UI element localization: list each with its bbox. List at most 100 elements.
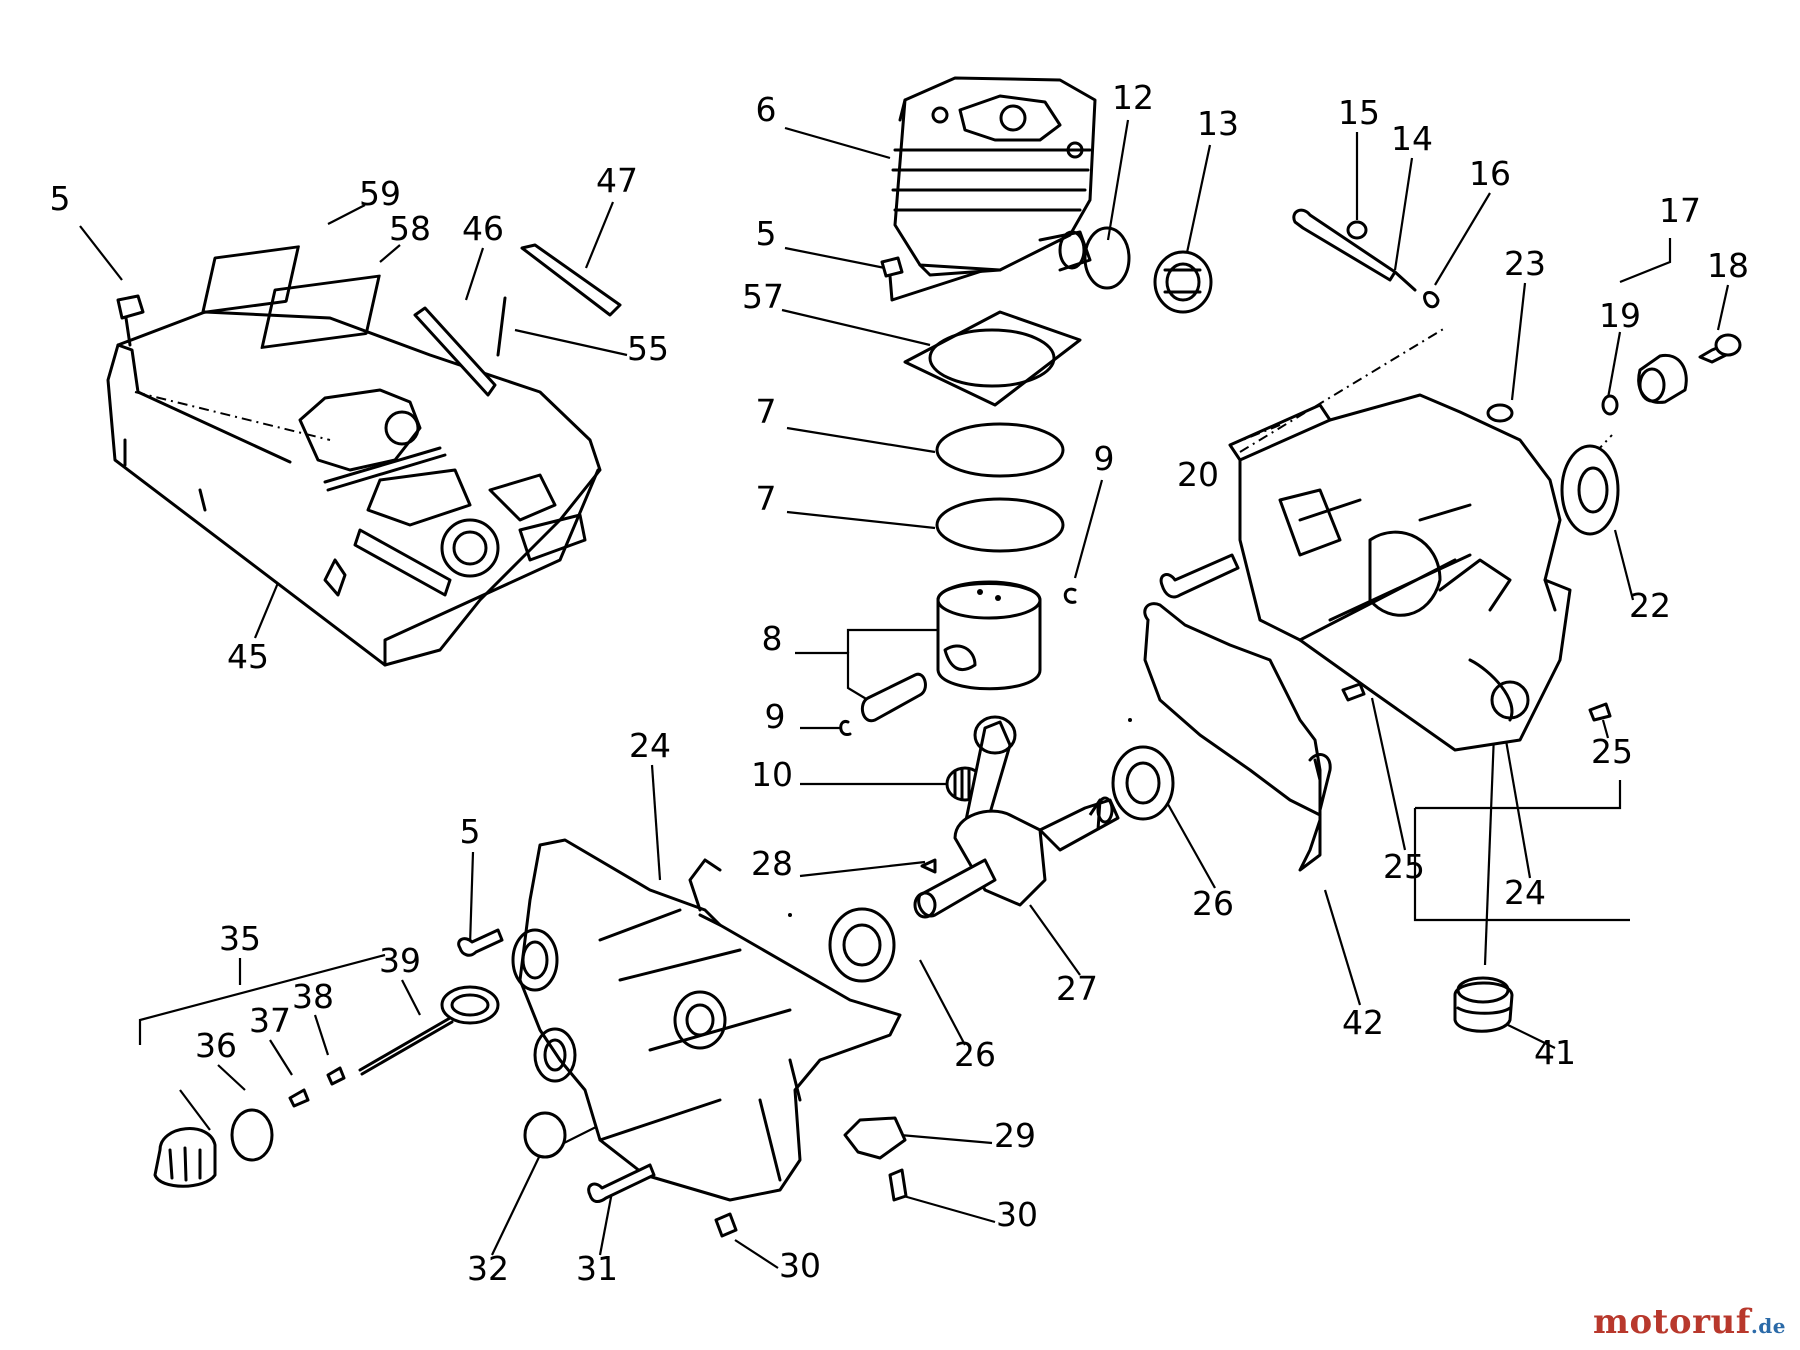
part-23	[1486, 403, 1514, 423]
piston-ring-7-lower	[935, 497, 1065, 553]
callout-c5a: 5	[50, 179, 71, 218]
speck	[1128, 718, 1132, 722]
gasket-57	[903, 310, 1082, 407]
dowel-25-right	[1588, 702, 1612, 722]
callout-c9a: 9	[1094, 439, 1115, 478]
callout-c46: 46	[462, 209, 504, 248]
circlip-9-upper	[1063, 587, 1077, 604]
callout-c42: 42	[1342, 1003, 1384, 1042]
part-13	[1153, 250, 1213, 314]
callout-c32: 32	[467, 1249, 509, 1288]
cap-35	[153, 1127, 217, 1188]
callout-c27: 27	[1056, 969, 1098, 1008]
callout-c36: 36	[195, 1026, 237, 1065]
parts-14-15-16	[1239, 208, 1446, 453]
callout-c14: 14	[1391, 119, 1433, 158]
callout-c37: 37	[249, 1001, 291, 1040]
crankcase-right-24	[1228, 393, 1572, 752]
callout-c26b: 26	[954, 1035, 996, 1074]
piston-pin	[860, 672, 927, 723]
callout-c9b: 9	[765, 697, 786, 736]
strip-47	[520, 243, 622, 317]
callout-c45: 45	[227, 637, 269, 676]
callout-c58: 58	[389, 209, 431, 248]
callout-c29: 29	[994, 1116, 1036, 1155]
callout-c23: 23	[1504, 244, 1546, 283]
callout-c57: 57	[742, 277, 784, 316]
pin-55	[496, 296, 507, 357]
dowel-25-left	[1341, 682, 1366, 702]
callout-c26a: 26	[1192, 884, 1234, 923]
callout-c15: 15	[1338, 93, 1380, 132]
callout-c12: 12	[1112, 78, 1154, 117]
callout-c5c: 5	[460, 812, 481, 851]
callout-c17: 17	[1659, 191, 1701, 230]
callout-c18: 18	[1707, 246, 1749, 285]
part-37	[288, 1088, 310, 1108]
watermark-logo: motoruf.de	[1593, 1302, 1786, 1342]
part-38	[326, 1066, 346, 1086]
callout-c59: 59	[359, 174, 401, 213]
callout-c5b: 5	[756, 214, 777, 253]
callout-c35: 35	[219, 919, 261, 958]
callout-c22: 22	[1629, 586, 1671, 625]
circlip-9-lower	[839, 720, 852, 736]
screw-30-left	[714, 1212, 738, 1238]
speck	[788, 913, 792, 917]
callout-c20: 20	[1177, 455, 1219, 494]
callout-c25a: 25	[1591, 732, 1633, 771]
decal-59	[201, 245, 300, 314]
callout-c39: 39	[379, 941, 421, 980]
bearing-26-right	[1111, 745, 1175, 821]
screw-5-center	[880, 256, 987, 302]
callout-c7a: 7	[756, 392, 777, 431]
callout-c47: 47	[596, 161, 638, 200]
callout-c19: 19	[1599, 296, 1641, 335]
bolt-20	[1159, 553, 1240, 599]
decal-58	[260, 274, 381, 349]
callout-c41: 41	[1534, 1033, 1576, 1072]
buffer-41	[1453, 976, 1514, 1033]
callout-c10: 10	[751, 755, 793, 794]
callout-c13: 13	[1197, 104, 1239, 143]
callout-c38: 38	[292, 977, 334, 1016]
callout-c55: 55	[627, 329, 669, 368]
part-39	[358, 985, 500, 1076]
callout-c30a: 30	[996, 1195, 1038, 1234]
watermark-tld: .de	[1750, 1314, 1786, 1338]
seal-22	[1560, 444, 1620, 536]
parts-17-18-19	[1564, 333, 1742, 486]
ring-12	[1083, 226, 1131, 290]
callout-c8: 8	[762, 619, 783, 658]
callout-c6: 6	[756, 90, 777, 129]
screw-5-left	[116, 294, 145, 347]
callout-c7b: 7	[756, 479, 777, 518]
cylinder-shroud	[106, 310, 602, 667]
part-29	[843, 1116, 907, 1160]
piston-8	[936, 580, 1042, 691]
key-28	[920, 858, 937, 874]
seal-32	[523, 1111, 567, 1159]
callout-c24b: 24	[1504, 873, 1546, 912]
callout-c25b: 25	[1383, 847, 1425, 886]
cylinder	[891, 76, 1097, 277]
screw-5-lower	[457, 928, 504, 957]
screw-30-right	[888, 1168, 908, 1202]
callout-c16: 16	[1469, 154, 1511, 193]
callout-c28: 28	[751, 844, 793, 883]
bearing-26-left	[828, 907, 896, 983]
strip-46	[413, 306, 497, 397]
callout-c24a: 24	[629, 726, 671, 765]
callout-c30b: 30	[779, 1246, 821, 1285]
piston-ring-7-upper	[935, 422, 1065, 478]
gasket-42	[1143, 602, 1322, 872]
o-ring-36	[230, 1108, 274, 1162]
watermark-main: motoruf	[1593, 1302, 1751, 1342]
crankcase-left-24	[511, 838, 902, 1202]
crankshaft-27	[913, 715, 1120, 919]
bolt-31	[587, 1163, 656, 1204]
callout-c31: 31	[576, 1249, 618, 1288]
